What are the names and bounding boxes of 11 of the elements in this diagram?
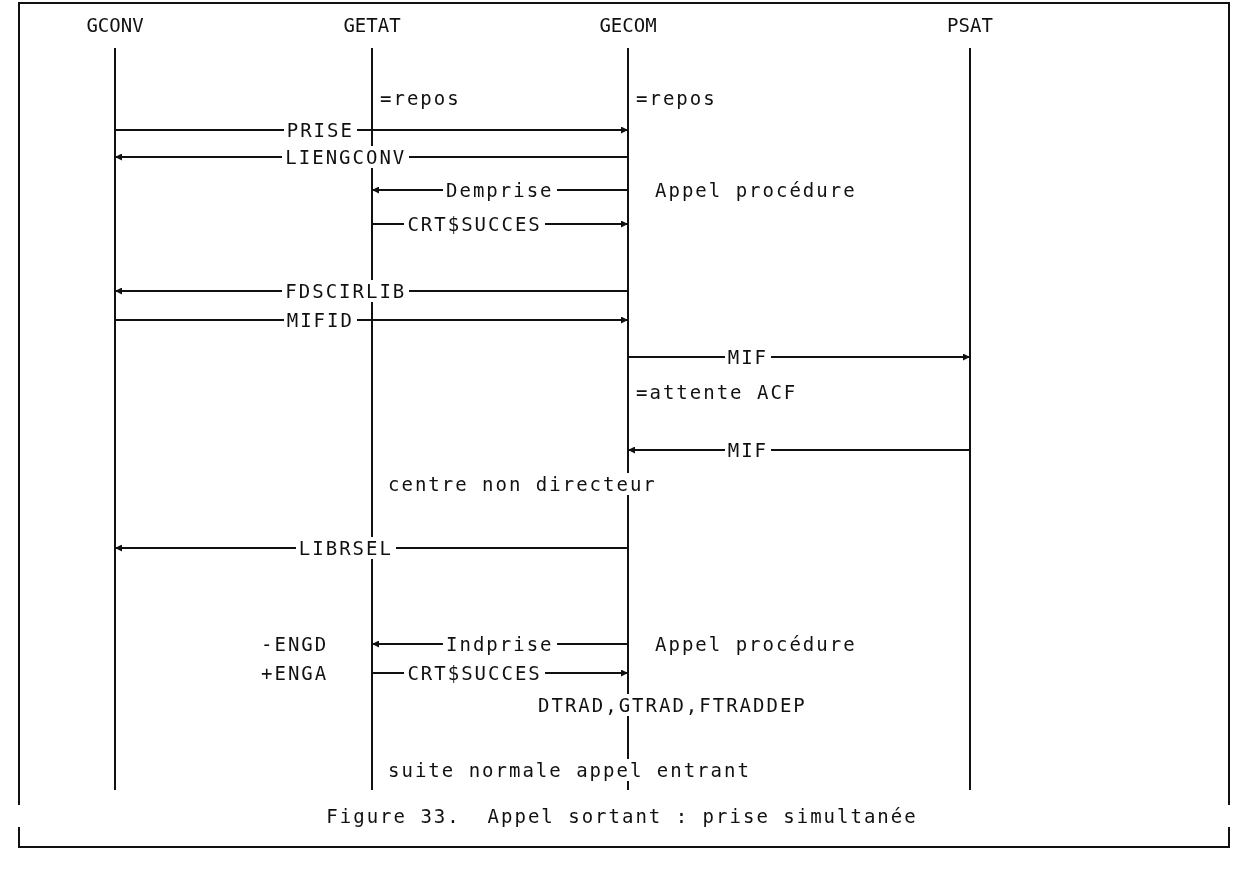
message-label: CRT$SUCCES (404, 213, 545, 235)
participant-label: GCONV (85, 14, 145, 36)
message-label: LIBRSEL (295, 537, 396, 559)
message-label: CRT$SUCCES (404, 662, 545, 684)
message-label: Demprise (443, 179, 557, 201)
participant-label: PSAT (946, 14, 994, 36)
participant-label: GECOM (598, 14, 658, 36)
participant-label: GETAT (342, 14, 402, 36)
message-label: FDSCIRLIB (282, 280, 410, 302)
message-label: Indprise (443, 633, 557, 655)
message-label: LIENGCONV (282, 146, 410, 168)
